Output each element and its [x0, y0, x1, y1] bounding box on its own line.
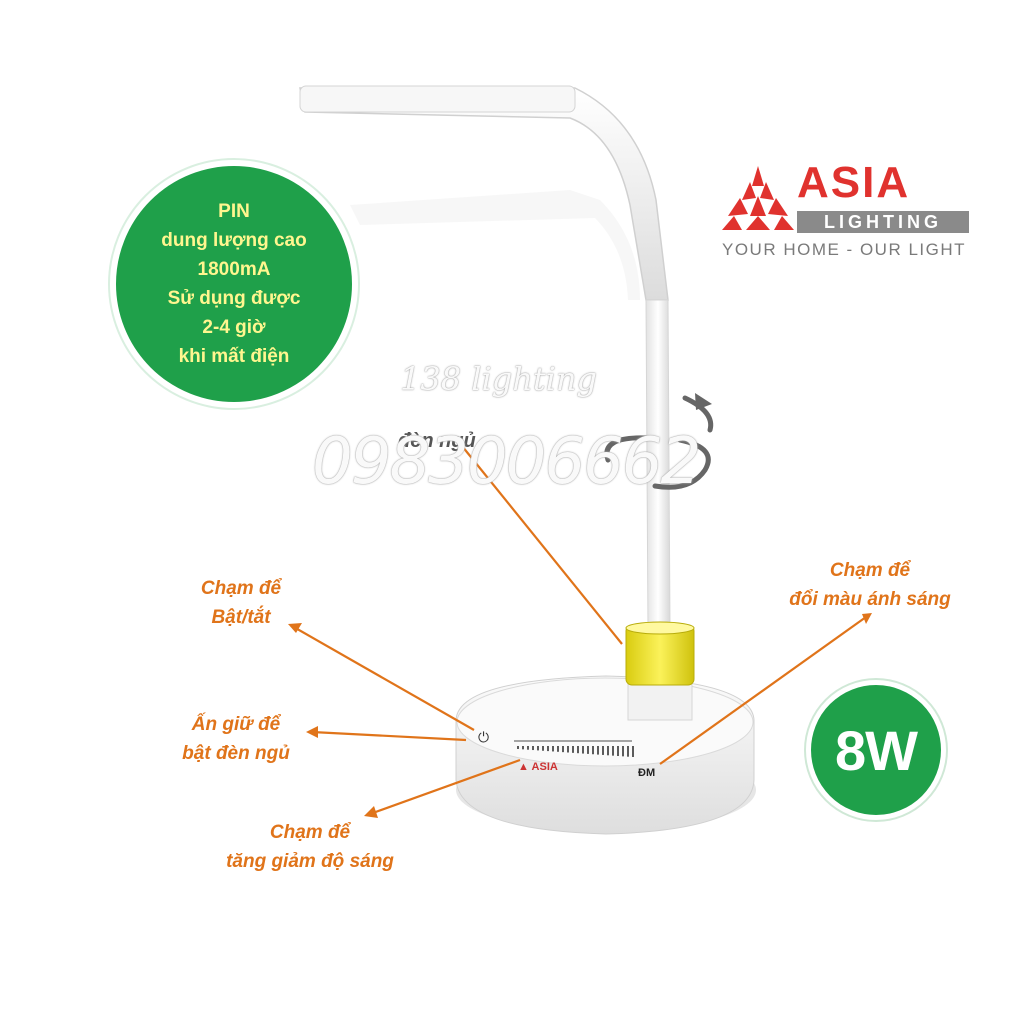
- battery-line: khi mất điện: [178, 346, 290, 367]
- callout-arrowheads: [288, 613, 872, 818]
- watermark-phone: 0983006662: [312, 425, 701, 499]
- color-button-label: ĐM: [638, 767, 655, 779]
- rotate-arrow-icon: [604, 395, 714, 490]
- callout-line: Chạm để: [829, 560, 911, 581]
- watermark-shop: 138 lighting: [400, 360, 597, 398]
- callout-line: bật đèn ngủ: [182, 743, 290, 764]
- brand-tagline: YOUR HOME - OUR LIGHT: [722, 240, 967, 259]
- wattage-badge: 8W: [806, 680, 946, 820]
- neck-label: đèn ngủ: [398, 430, 476, 452]
- callout-line: Chạm để: [269, 822, 351, 843]
- callout-line: tăng giảm độ sáng: [226, 851, 394, 872]
- callout-line: đổi màu ánh sáng: [789, 589, 951, 610]
- callout-night-light: Ấn giữ để bật đèn ngủ: [156, 710, 316, 768]
- callout-color: Chạm để đổi màu ánh sáng: [760, 556, 980, 614]
- callout-power: Chạm để Bật/tắt: [176, 574, 306, 632]
- lamp-head-ghost: [350, 190, 640, 300]
- callout-line: Chạm để: [200, 578, 282, 599]
- brand-sub: LIGHTING: [797, 211, 969, 233]
- callout-brightness: Chạm để tăng giảm độ sáng: [190, 818, 430, 876]
- callout-arrows: [291, 445, 867, 816]
- base-logo: ▲ ASIA: [518, 761, 558, 773]
- battery-line: dung lượng cao: [161, 230, 307, 251]
- battery-line: Sử dụng được: [167, 288, 301, 309]
- callout-line: Ấn giữ để: [191, 714, 281, 735]
- battery-line: 1800mA: [197, 259, 271, 280]
- battery-line: PIN: [218, 201, 250, 222]
- battery-badge: PIN dung lượng cao 1800mA Sử dụng được 2…: [110, 160, 358, 408]
- asia-lighting-logo-icon: [722, 166, 794, 230]
- callout-line: Bật/tắt: [211, 607, 271, 628]
- battery-line: 2-4 giờ: [202, 317, 266, 338]
- brand-name: ASIA: [797, 158, 911, 207]
- power-icon: ⏻: [478, 730, 489, 746]
